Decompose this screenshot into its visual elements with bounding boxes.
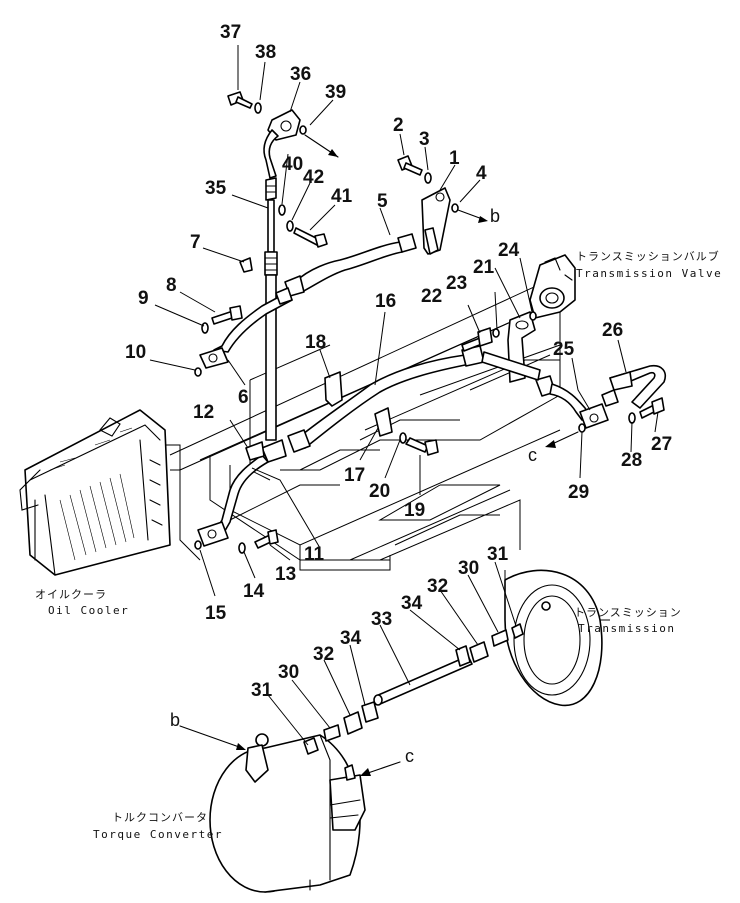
lower-fittings-right [455,623,524,667]
hose-5 [284,233,417,297]
part-number-11: 11 [304,544,325,565]
part-number-41: 41 [331,186,353,207]
washer-20 [399,432,407,444]
part-number-31-lower: 31 [251,680,273,701]
leader-lines [149,45,659,746]
oil-cooler [19,409,181,576]
fitting-12 [245,441,265,461]
hose-16 [287,345,485,453]
washer-28 [628,412,636,424]
clamp-18 [324,371,343,407]
transmission-valve [529,254,576,319]
part-number-1: 1 [449,148,460,169]
part-number-17: 17 [344,465,365,486]
part-number-26: 26 [602,320,623,341]
pipe-vertical [265,274,277,441]
part-number-4: 4 [476,163,487,184]
part-number-9: 9 [138,288,149,309]
part-number-22: 22 [421,286,442,307]
torque-converter [209,733,366,893]
transmission-label-jp: トランスミッション [574,606,682,619]
part-number-38: 38 [255,42,276,63]
clamp-17 [374,407,393,437]
part-number-16: 16 [375,291,396,312]
fitting-7 [239,257,253,273]
fitting-group-upper [227,91,339,276]
transmission [504,569,610,707]
arrow-letter-c-upper: c [528,445,537,465]
part-number-39: 39 [325,82,346,103]
pipe-6 [194,287,293,377]
part-number-28: 28 [621,450,642,471]
part-number-35: 35 [205,178,227,199]
bolt-19 [405,437,429,453]
bracket-group-1 [397,155,488,255]
part-number-40: 40 [282,154,303,175]
part-number-34-lower: 34 [340,628,362,649]
part-number-24: 24 [498,240,520,261]
part-number-labels: 1 2 3 4 5 6 7 8 9 10 11 12 13 14 15 16 1… [125,22,672,701]
torque-converter-label-jp: トルクコンバータ [112,811,208,824]
part-number-12: 12 [193,402,214,423]
part-number-13: 13 [275,564,296,585]
part-number-36: 36 [290,64,311,85]
part-number-20: 20 [369,481,390,502]
lower-fittings-left [303,701,379,755]
oil-cooler-label-jp: オイルクーラ [35,588,107,601]
part-number-23: 23 [446,273,467,294]
arrow-b-lower [179,725,243,749]
part-number-10: 10 [125,342,146,363]
part-number-14: 14 [243,581,265,602]
part-number-3: 3 [419,129,430,150]
pipe-33 [373,655,473,706]
transmission-label-en: Transmission [578,622,675,635]
arrow-c-lower [364,761,401,775]
part-number-31-upper: 31 [487,544,509,565]
bolt-19-head [424,439,439,456]
transmission-valve-label-jp: トランスミッションバルブ [576,249,720,263]
oil-cooler-label-en: Oil Cooler [48,604,129,617]
part-number-7: 7 [190,232,201,253]
arrow-letter-c-lower: c [405,746,414,766]
hose-25 [535,375,619,429]
o-ring-29 [578,423,586,433]
part-number-25: 25 [553,339,575,360]
part-number-6: 6 [238,387,249,408]
part-number-37: 37 [220,22,241,43]
pipe-26 [609,364,666,409]
part-number-8: 8 [166,275,177,296]
arrow-letter-b-upper: b [490,206,500,226]
transmission-valve-label-en: Transmission Valve [576,267,722,280]
bolt-27-head [651,397,665,415]
part-number-32-upper: 32 [427,576,448,597]
part-number-5: 5 [377,191,388,212]
part-number-19: 19 [404,500,425,521]
washer-14 [238,542,246,554]
part-number-21: 21 [473,257,495,278]
bolt-8-head [229,305,243,321]
part-number-34-upper: 34 [401,593,423,614]
torque-converter-label-en: Torque Converter [93,828,223,841]
tube-21-25 [481,351,541,381]
part-number-27: 27 [651,434,672,455]
part-number-15: 15 [205,603,227,624]
part-number-2: 2 [393,115,404,136]
bolt-13-head [267,529,279,545]
part-number-32-lower: 32 [313,644,334,665]
part-number-18: 18 [305,332,326,353]
part-number-33: 33 [371,609,392,630]
part-number-30-lower: 30 [278,662,299,683]
part-number-29: 29 [568,482,589,503]
arrow-letter-b-lower: b [170,710,180,730]
arrow-letters: b c b c [170,206,537,766]
part-number-30-upper: 30 [458,558,479,579]
part-number-42: 42 [303,167,324,188]
washer-9 [201,322,209,334]
